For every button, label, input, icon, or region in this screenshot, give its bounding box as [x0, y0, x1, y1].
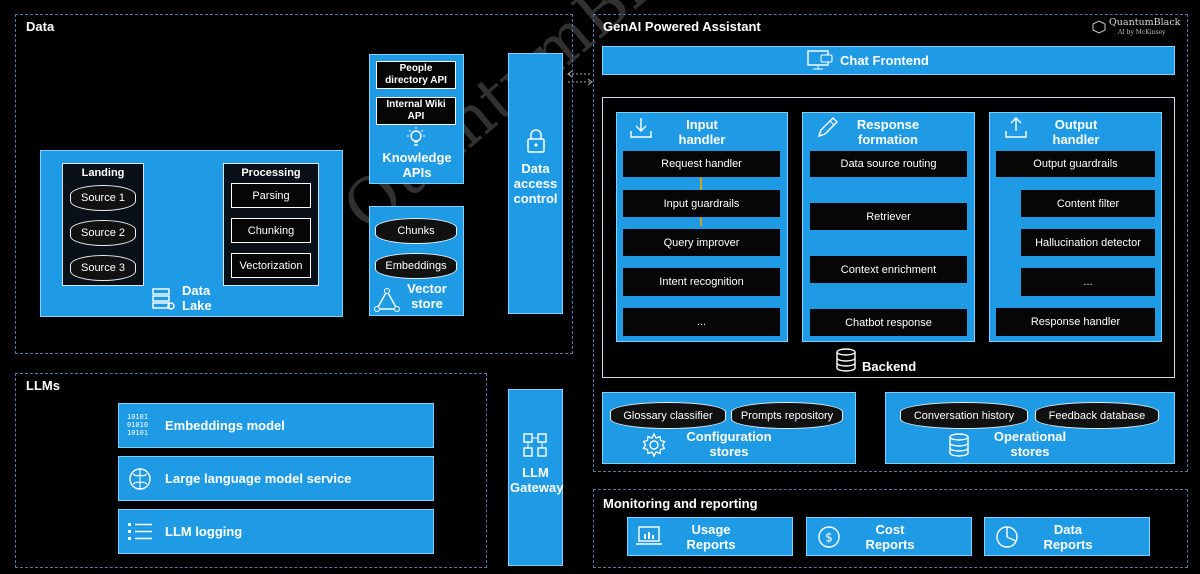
operational-stores-label: Operational stores: [993, 429, 1067, 459]
list-icon: [127, 521, 153, 543]
data-lake-label: Data Lake: [182, 283, 212, 313]
landing-title: Landing: [81, 167, 125, 179]
data-section-title: Data: [26, 19, 55, 34]
upload-icon: [1003, 116, 1029, 140]
cost-reports: $ Cost Reports: [806, 517, 972, 556]
data-access-control-label: Data access control: [513, 161, 558, 206]
feedback-database: Feedback database: [1035, 402, 1159, 429]
data-reports: Data Reports: [984, 517, 1150, 556]
hallucination-detector: Hallucination detector: [1021, 229, 1155, 256]
parsing-step: Parsing: [231, 183, 311, 208]
download-icon: [628, 116, 654, 140]
source-3: Source 3: [70, 255, 136, 281]
monitoring-title: Monitoring and reporting: [603, 496, 758, 511]
vector-store-label: Vector store: [407, 281, 447, 311]
llms-section: [15, 373, 487, 568]
cost-reports-label: Cost Reports: [865, 522, 915, 552]
input-handler: [616, 112, 788, 342]
llm-gateway-label: LLM Gateway: [510, 465, 564, 495]
dollar-icon: $: [816, 524, 842, 550]
database-stack-icon: [946, 432, 972, 458]
chat-frontend-label: Chat Frontend: [840, 53, 929, 68]
input-more: ...: [623, 308, 780, 336]
backend-container: [602, 97, 1175, 378]
llm-logging: LLM logging: [118, 509, 434, 554]
data-access-control: [508, 53, 563, 314]
vectorization-step: Vectorization: [231, 253, 311, 278]
output-handler: [989, 112, 1162, 342]
response-formation-title: Response formation: [856, 117, 920, 147]
people-directory-api: People directory API: [376, 61, 456, 89]
lock-icon: [524, 128, 548, 154]
request-handler: Request handler: [623, 151, 780, 177]
settings-gear-icon: [641, 432, 667, 458]
output-more: ...: [1021, 268, 1155, 296]
embeddings-model-label: Embeddings model: [165, 418, 285, 433]
glossary-classifier: Glossary classifier: [610, 402, 726, 429]
monitoring-section: [593, 489, 1188, 568]
chat-monitor-icon: [806, 49, 834, 71]
pencil-icon: [815, 116, 841, 140]
response-handler: Response handler: [996, 308, 1155, 336]
source-2: Source 2: [70, 220, 136, 246]
chunks-store: Chunks: [375, 218, 457, 244]
prompts-repository: Prompts repository: [731, 402, 843, 429]
embeddings-store: Embeddings: [375, 253, 457, 279]
context-enrichment: Context enrichment: [810, 256, 967, 283]
configuration-stores-label: Configuration stores: [686, 429, 772, 459]
quantumblack-logo: QuantumBlack AI by McKinsey: [1092, 16, 1184, 40]
chunking-step: Chunking: [231, 218, 311, 243]
llm-service-label: Large language model service: [165, 471, 352, 486]
knowledge-apis-label: Knowledge APIs: [382, 150, 452, 180]
input-guardrails: Input guardrails: [623, 190, 780, 217]
llms-section-title: LLMs: [26, 378, 60, 393]
pie-chart-icon: [994, 524, 1020, 550]
backend-label: Backend: [862, 359, 917, 374]
data-source-routing: Data source routing: [810, 151, 967, 177]
output-guardrails: Output guardrails: [996, 151, 1155, 177]
usage-reports-label: Usage Reports: [686, 522, 736, 552]
usage-reports: Usage Reports: [627, 517, 793, 556]
content-filter: Content filter: [1021, 190, 1155, 217]
output-handler-title: Output handler: [1052, 117, 1100, 147]
input-handler-title: Input handler: [678, 117, 726, 147]
data-reports-label: Data Reports: [1043, 522, 1093, 552]
backend-icon: [833, 347, 859, 373]
chatbot-response: Chatbot response: [810, 309, 967, 336]
query-improver: Query improver: [623, 229, 780, 256]
chat-frontend: [602, 46, 1175, 75]
lightbulb-icon: [404, 127, 428, 149]
svg-text:$: $: [825, 531, 833, 545]
assistant-title: GenAI Powered Assistant: [603, 19, 761, 34]
network-icon: [522, 432, 548, 458]
logo-sub: AI by McKinsey: [1118, 29, 1166, 36]
source-1: Source 1: [70, 185, 136, 211]
llm-gateway: [508, 389, 563, 566]
access-connector: [564, 66, 596, 90]
logo-brand: QuantumBlack: [1109, 17, 1181, 28]
vector-triangle-icon: [374, 288, 400, 312]
llm-logging-label: LLM logging: [165, 524, 243, 539]
data-section: [15, 14, 573, 354]
intent-recognition: Intent recognition: [623, 268, 780, 296]
brain-icon: [127, 466, 153, 492]
internal-wiki-api: Internal Wiki API: [376, 97, 456, 125]
conversation-history: Conversation history: [900, 402, 1028, 429]
laptop-chart-icon: [635, 525, 663, 549]
assistant-section: [593, 14, 1188, 472]
large-language-model-service: Large language model service: [118, 456, 434, 501]
database-icon: [150, 287, 176, 311]
processing-title: Processing: [241, 167, 301, 179]
retriever: Retriever: [810, 203, 967, 230]
